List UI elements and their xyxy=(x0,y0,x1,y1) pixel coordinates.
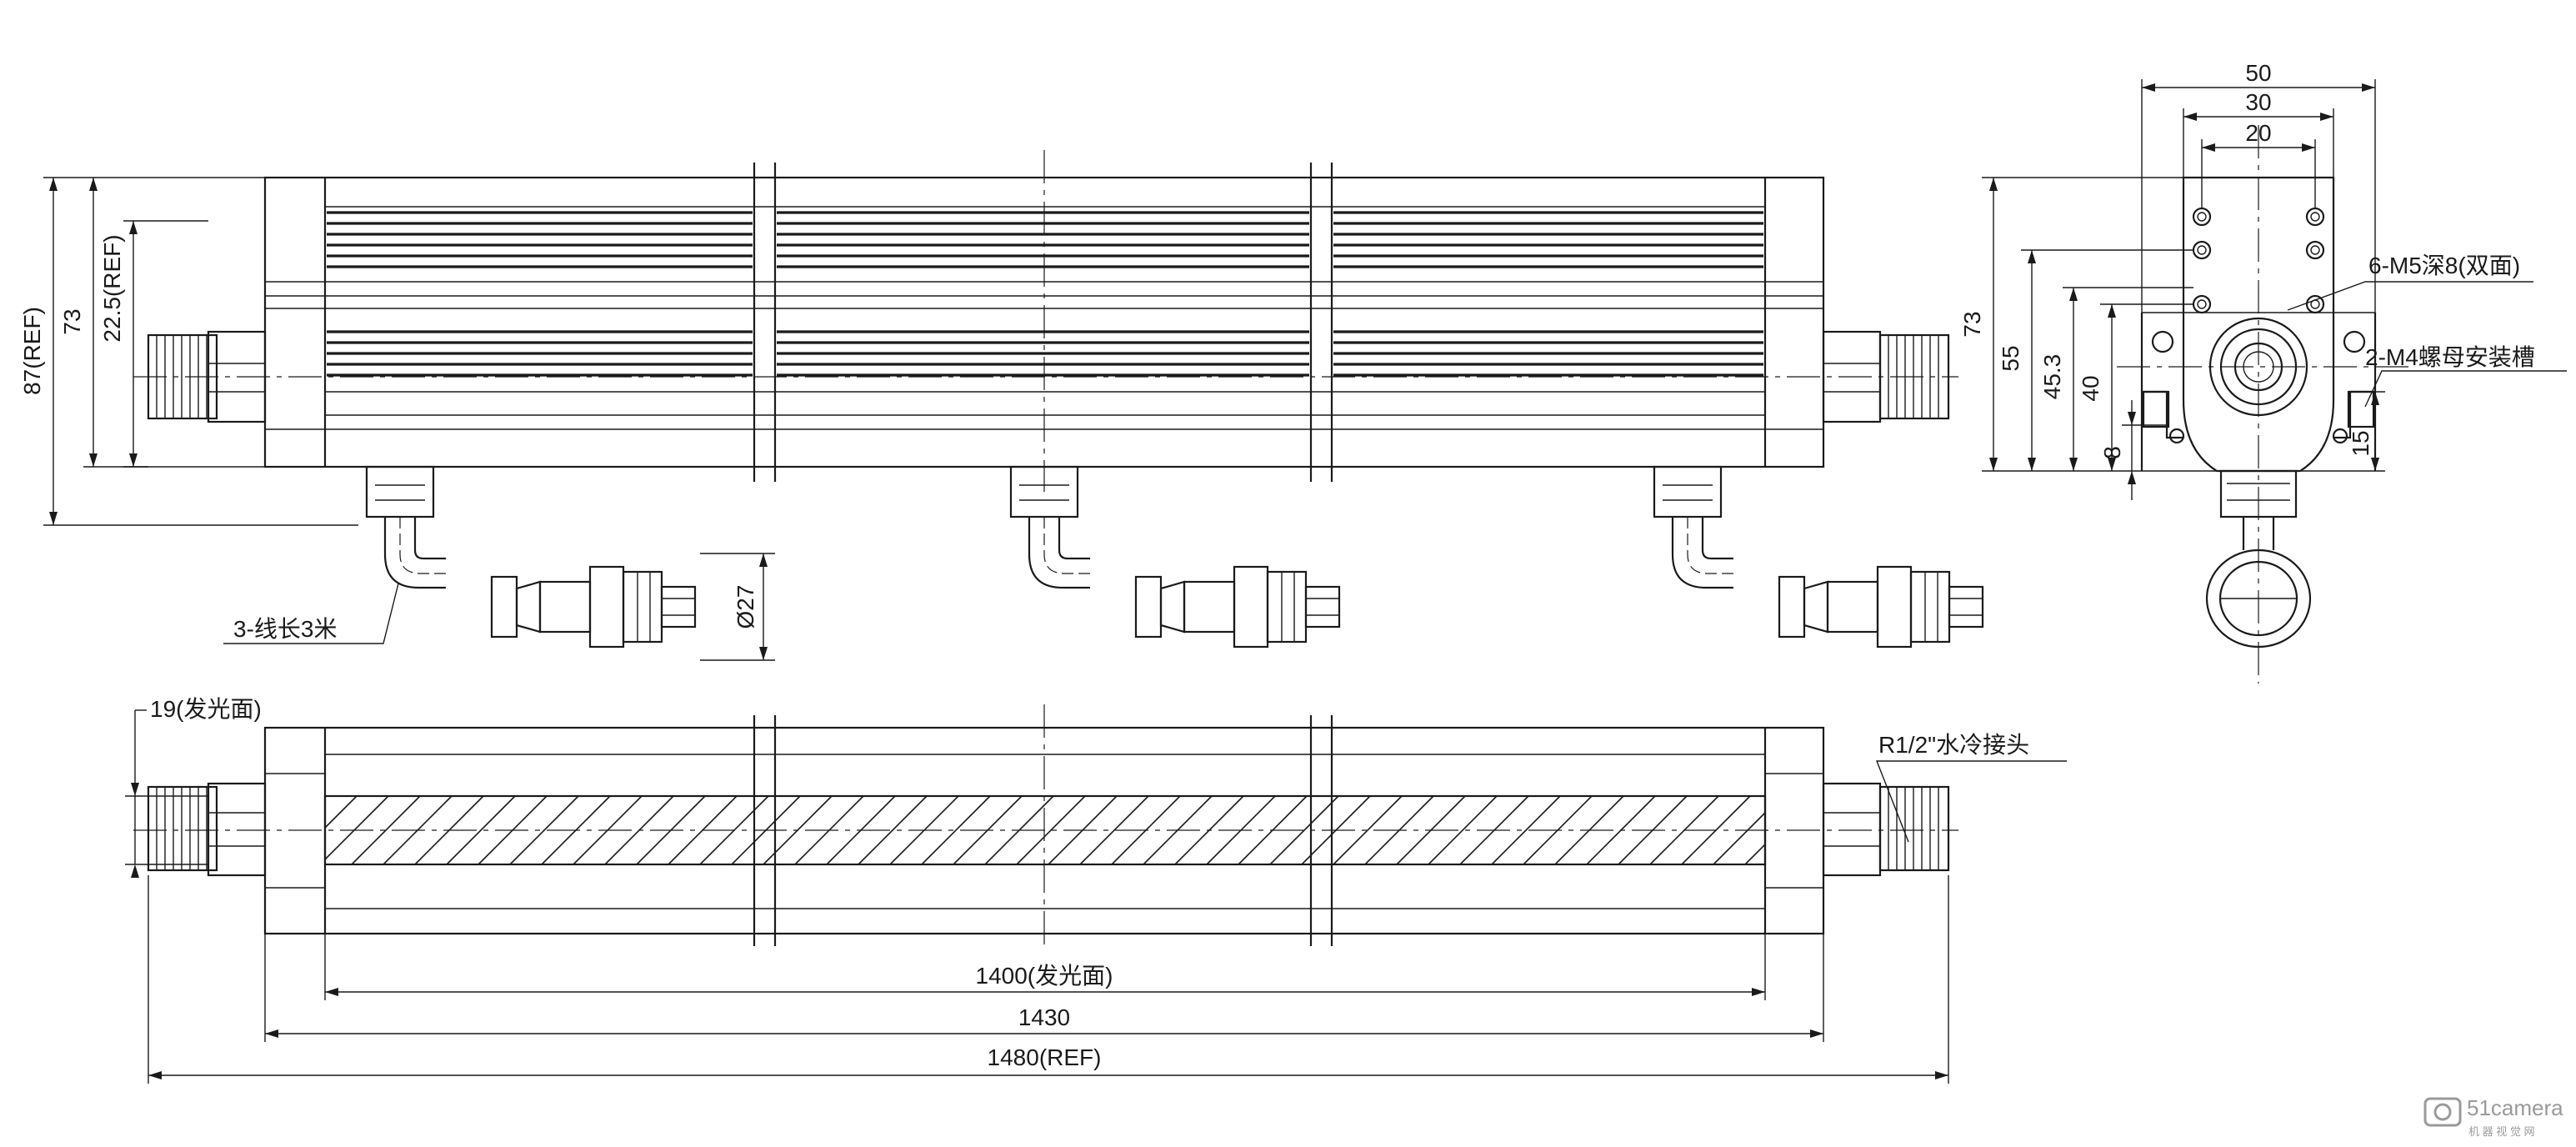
dim-22-5-ref-label: 22.5(REF) xyxy=(99,234,125,342)
dim-end-30: 30 xyxy=(2183,89,2334,178)
end-view: 50 30 20 73 55 xyxy=(1959,60,2567,684)
dim-73-front-label: 73 xyxy=(59,308,85,334)
dim-1400-label: 1400(发光面) xyxy=(976,963,1113,989)
dim-connector-dia: Ø27 xyxy=(700,553,775,661)
hatch-line xyxy=(351,795,421,865)
slots-leader: 2-M4螺母安装槽 xyxy=(2364,344,2567,408)
dim-1480-ref-label: 1480(REF) xyxy=(988,1044,1102,1070)
hatch-line xyxy=(1079,795,1149,865)
dim-end-50-label: 50 xyxy=(2245,60,2271,86)
dim-end-40-label: 40 xyxy=(2078,375,2103,401)
dim-end-55: 55 xyxy=(1998,249,2193,471)
hatch-line xyxy=(858,795,928,865)
fitting-right-top xyxy=(1822,782,1950,877)
dim-end-73-label: 73 xyxy=(1959,311,1985,337)
watermark-brand: 51camera xyxy=(2467,1095,2563,1120)
fitting-left-top xyxy=(147,782,267,877)
dim-22-5-ref: 22.5(REF) xyxy=(99,220,208,468)
dim-end-15: 15 xyxy=(2348,391,2385,472)
dim-end-8: 8 xyxy=(2099,400,2167,500)
watermark: 51camera 机 器 视 觉 网 xyxy=(2423,1095,2563,1138)
fins-upper xyxy=(327,211,1763,268)
dim-end-30-label: 30 xyxy=(2245,89,2271,115)
holes-leader: 6-M5深8(双面) xyxy=(2287,253,2533,311)
dim-1400: 1400(发光面) xyxy=(324,934,1766,1000)
dim-end-20: 20 xyxy=(2201,120,2316,208)
hatch-line xyxy=(1744,844,1766,865)
dim-end-45-3: 45.3 xyxy=(2039,287,2193,471)
cable-leader: 3-线长3米 xyxy=(223,583,399,644)
dim-87-ref: 87(REF) xyxy=(19,177,358,526)
dim-19-face: 19(发光面) xyxy=(125,696,262,878)
cable-stub-1 xyxy=(365,465,697,649)
hatch-line xyxy=(324,795,358,829)
dim-end-50: 50 xyxy=(2141,60,2376,392)
front-view: 87(REF) 73 22.5(REF) 3-线长3米 Ø27 xyxy=(19,150,1984,661)
hatch-line xyxy=(1016,795,1086,865)
hatch-line xyxy=(1713,812,1766,865)
connector-dia-label: Ø27 xyxy=(733,585,758,629)
dim-end-55-label: 55 xyxy=(1998,345,2023,371)
cable-label: 3-线长3米 xyxy=(233,616,337,642)
dim-73-front: 73 xyxy=(59,178,265,468)
hatch-line xyxy=(1428,795,1498,865)
dim-19-face-label: 19(发光面) xyxy=(150,696,262,722)
slots-label: 2-M4螺母安装槽 xyxy=(2365,344,2535,370)
fitting-label: R1/2"水冷接头 xyxy=(1878,732,2029,758)
fitting-leader: R1/2"水冷接头 xyxy=(1875,732,2067,843)
cable-stub-3 xyxy=(1653,465,1984,649)
hatch-line xyxy=(1333,795,1403,865)
hatch-line xyxy=(921,795,991,865)
hatch-line xyxy=(1491,795,1561,865)
dim-end-40: 40 xyxy=(2078,303,2193,471)
dim-87-ref-label: 87(REF) xyxy=(19,307,45,395)
dim-1430: 1430 xyxy=(264,934,1824,1042)
dim-end-73: 73 xyxy=(1959,177,2183,472)
emitting-face-hatch xyxy=(324,795,1766,865)
dim-end-15-label: 15 xyxy=(2348,430,2373,456)
hatch-line xyxy=(324,795,389,860)
holes-label: 6-M5深8(双面) xyxy=(2368,253,2520,278)
dim-end-20-label: 20 xyxy=(2245,120,2271,146)
camera-logo-icon xyxy=(2423,1097,2462,1127)
hatch-line xyxy=(446,795,516,865)
hatch-line xyxy=(1269,795,1339,865)
dim-end-8-label: 8 xyxy=(2099,446,2125,459)
watermark-sub: 机 器 视 觉 网 xyxy=(2468,1125,2534,1138)
dim-1430-label: 1430 xyxy=(1018,1004,1070,1030)
top-view: 19(发光面) R1/2"水冷接头 1400(发光面) 1430 1480(RE… xyxy=(125,696,2067,1084)
fins-lower xyxy=(327,330,1763,377)
dim-1480-ref: 1480(REF) xyxy=(148,875,1949,1084)
end-cable xyxy=(2205,469,2312,649)
cable-stub-2 xyxy=(1009,465,1341,649)
dim-end-45-3-label: 45.3 xyxy=(2039,354,2065,400)
hatch-line xyxy=(509,795,579,865)
